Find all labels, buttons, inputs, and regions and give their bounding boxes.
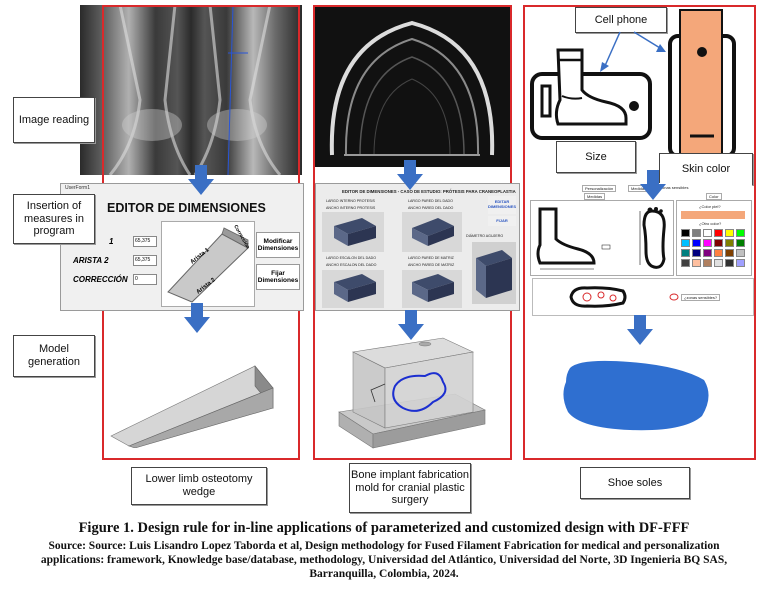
color-swatch[interactable]	[725, 239, 734, 247]
mold-preview-2	[402, 212, 462, 252]
cell-phone-label: Cell phone	[575, 7, 667, 33]
subtab-color[interactable]: Color	[706, 193, 722, 200]
color-swatch[interactable]	[714, 239, 723, 247]
color-swatch[interactable]	[736, 259, 745, 267]
skin-color-label: Skin color	[659, 153, 753, 185]
mold-field-8: ANCHO PARED DE MATRIZ	[408, 263, 455, 267]
subtab-medidas[interactable]: Medidas	[584, 193, 606, 200]
arrow-left-1	[188, 165, 214, 195]
editor-title: EDITOR DE DIMENSIONES	[107, 201, 266, 215]
measure-frame	[530, 200, 674, 276]
figure-title: Figure 1. Design rule for in-line applic…	[78, 520, 690, 536]
skin-phone-icon	[668, 8, 738, 160]
fix-dimensions-button[interactable]: Fijar Dimensiones	[256, 264, 300, 290]
color-swatch[interactable]	[681, 229, 690, 237]
mold-field-6: ANCHO ESCALON DEL DADO	[326, 263, 377, 267]
mold-field-7: LARGO PARED DE MATRIZ	[408, 256, 454, 260]
color-swatch[interactable]	[725, 259, 734, 267]
wedge-caption-label: Lower limb osteotomy wedge	[131, 467, 267, 505]
model-generation-label: Model generation	[13, 335, 95, 377]
color-palette	[681, 229, 747, 267]
mold-field-4: ANCHO PARED DEL DADO	[408, 206, 454, 210]
tab-zonas[interactable]: zonas sensibles	[660, 185, 689, 190]
color-swatch[interactable]	[681, 259, 690, 267]
color-swatch[interactable]	[703, 239, 712, 247]
color-swatch[interactable]	[692, 239, 701, 247]
mold-field-5: LARGO ESCALON DEL DADO	[326, 256, 376, 260]
arrow-right-2	[627, 315, 653, 345]
row-label-1: 1	[109, 237, 114, 246]
color-swatch[interactable]	[736, 229, 745, 237]
dimension-editor-window: UserForm1 EDITOR DE DIMENSIONES 1 ARISTA…	[60, 183, 304, 311]
window-title: UserForm1	[65, 185, 91, 191]
shoe-soles-caption-label: Shoe soles	[580, 467, 690, 499]
color-swatch[interactable]	[692, 259, 701, 267]
fix-button[interactable]: FIJAR	[488, 216, 516, 226]
tab-personalizacion[interactable]: Personalización	[582, 185, 617, 192]
mold-preview-4	[402, 270, 462, 308]
mold-model-render	[333, 324, 493, 450]
mold-editor-title: EDITOR DE DIMENSIONES - CASO DE ESTUDIO:…	[342, 189, 516, 194]
sensitive-zones-ui: ¿zonas sensibles?	[532, 278, 754, 316]
foot-phone-icon	[528, 46, 656, 142]
figure-source: Source: Source: Luis Lisandro Lopez Tabo…	[40, 540, 728, 580]
arista-2-field[interactable]: 65,375	[133, 255, 157, 266]
mold-field-3: LARGO PARED DEL DADO	[408, 199, 453, 203]
color-frame: ¿Color piel? ¿Otro color?	[676, 200, 752, 276]
arista-1-field[interactable]: 65,375	[133, 236, 157, 247]
wedge-preview: Arista 1 Arista 2 Corrección	[161, 221, 255, 307]
color-swatch[interactable]	[692, 229, 701, 237]
row-label-3: CORRECCIÓN	[73, 275, 128, 284]
color-swatch[interactable]	[714, 259, 723, 267]
insertion-label: Insertion of measures in program	[13, 194, 95, 244]
size-label: Size	[556, 141, 636, 173]
correccion-field[interactable]: 0	[133, 274, 157, 285]
mold-field-1: LARGO INTERNO PROTESIS	[326, 199, 375, 203]
edit-dimensions-button[interactable]: EDITAR DIMENSIONES	[488, 196, 516, 214]
arrow-right-1	[640, 170, 666, 200]
color-question-1: ¿Color piel?	[699, 204, 721, 209]
image-reading-label: Image reading	[13, 97, 95, 143]
color-swatch[interactable]	[725, 249, 734, 257]
measurement-ui: Personalización Medidas zonas sensibles …	[528, 183, 752, 276]
mold-field-2: ANCHO INTERNO PROTESIS	[326, 206, 376, 210]
knee-xray-image	[80, 5, 302, 175]
mold-preview-3	[322, 270, 384, 308]
mold-field-9: DIÁMETRO AGUJERO	[466, 234, 504, 238]
color-swatch[interactable]	[714, 249, 723, 257]
mold-preview-5	[472, 242, 516, 304]
shoe-sole-shape	[560, 356, 716, 436]
color-question-2: ¿Otro color?	[699, 221, 722, 226]
color-swatch[interactable]	[681, 249, 690, 257]
wedge-model-render	[105, 338, 285, 449]
color-swatch[interactable]	[725, 229, 734, 237]
sensitive-question: ¿zonas sensibles?	[681, 294, 721, 301]
skin-color-swatch[interactable]	[681, 211, 745, 219]
color-swatch[interactable]	[714, 229, 723, 237]
mold-preview-1	[322, 212, 384, 252]
arrow-left-2	[184, 303, 210, 333]
color-swatch[interactable]	[703, 259, 712, 267]
arrow-middle-1	[397, 160, 423, 190]
color-swatch[interactable]	[681, 239, 690, 247]
row-label-2: ARISTA 2	[73, 256, 109, 265]
color-swatch[interactable]	[692, 249, 701, 257]
color-swatch[interactable]	[736, 239, 745, 247]
arrow-middle-2	[398, 310, 424, 340]
mold-caption-label: Bone implant fabrication mold for crania…	[349, 463, 471, 513]
phone-arrows	[600, 31, 666, 72]
modify-dimensions-button[interactable]: Modificar Dimensiones	[256, 232, 300, 258]
color-swatch[interactable]	[703, 229, 712, 237]
foot-measure-drawing	[536, 207, 666, 270]
shoe-sole-panel	[523, 5, 756, 460]
color-swatch[interactable]	[736, 249, 745, 257]
skull-ct-image	[314, 5, 510, 167]
mold-editor-window: EDITOR DE DIMENSIONES - CASO DE ESTUDIO:…	[315, 183, 520, 311]
color-swatch[interactable]	[703, 249, 712, 257]
